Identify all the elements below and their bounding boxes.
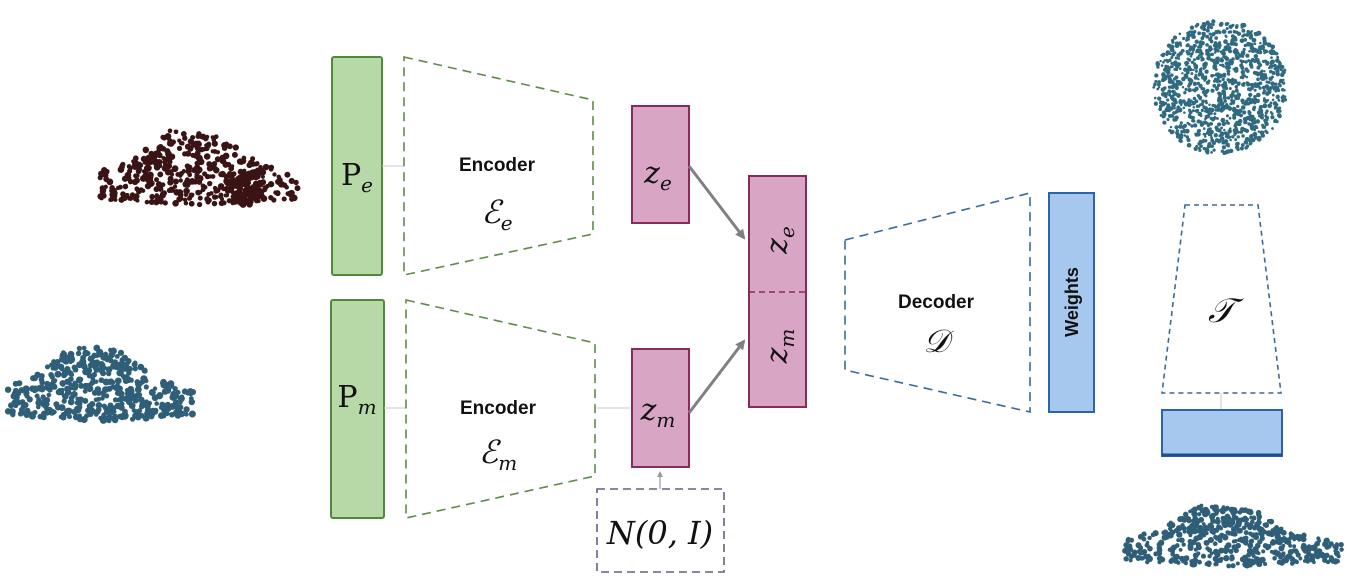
template-network-trapezoid <box>1161 204 1282 394</box>
weights-label: Weights <box>1062 267 1082 337</box>
encoder-e-label: Encoder <box>459 155 536 176</box>
latent-zm-block <box>631 348 690 468</box>
concat-latent-block <box>748 175 807 408</box>
decoder-symbol: 𝒟 <box>923 322 954 360</box>
decoder-trapezoid <box>844 191 1031 414</box>
encoder-e-symbol: ℰe <box>481 193 512 235</box>
noise-label: N(0, I) <box>606 514 713 552</box>
latent-ze-block <box>631 105 690 224</box>
latent-ze-label: ze <box>643 156 672 195</box>
decoder-label: Decoder <box>898 292 975 313</box>
input-car-point-cloud-e <box>97 128 301 208</box>
noise-box <box>596 488 725 573</box>
arrow-ze-concat <box>687 165 746 240</box>
arrow-zm-concat <box>687 339 746 414</box>
concat-ze-label: ze <box>760 226 799 255</box>
encoder-e-trapezoid <box>403 55 594 276</box>
input-block-pm <box>330 299 385 519</box>
template-sphere-point-cloud <box>1152 19 1288 156</box>
encoder-m-trapezoid <box>405 298 596 519</box>
template-symbol: 𝒯 <box>1208 291 1244 331</box>
encoder-m-symbol: ℰm <box>479 433 517 475</box>
weights-block <box>1048 192 1095 413</box>
input-block-pe-label: Pe <box>341 158 373 197</box>
input-car-point-cloud-m <box>4 344 197 424</box>
concat-zm-label: zm <box>760 329 799 365</box>
output-car-point-cloud <box>1122 503 1344 569</box>
template-output-block <box>1161 409 1283 457</box>
encoder-m-label: Encoder <box>460 398 537 419</box>
latent-zm-label: zm <box>640 393 676 432</box>
input-block-pm-label: Pm <box>337 380 376 419</box>
